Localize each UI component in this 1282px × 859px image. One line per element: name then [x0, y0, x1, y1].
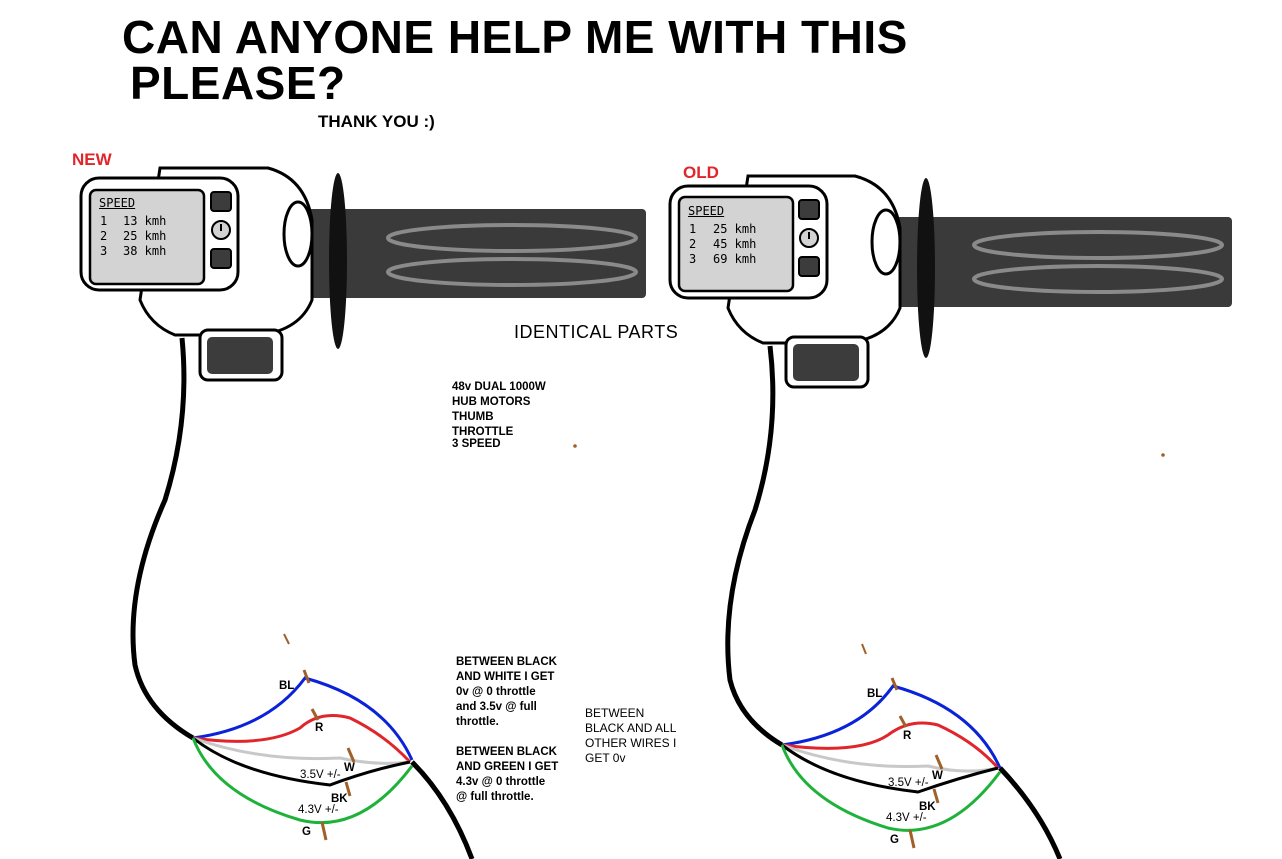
old-label-bl: BL [867, 688, 883, 700]
old-label-r: R [903, 730, 912, 742]
note-line: OTHER WIRES I [585, 736, 677, 750]
note-other-wires: BETWEEN BLACK AND ALL OTHER WIRES I GET … [585, 706, 695, 766]
old-wire-green [780, 744, 1002, 832]
old-wire-white [781, 743, 999, 773]
new-grip-ring-bottom [386, 257, 638, 287]
old-wire-black [781, 743, 999, 794]
note-line: BETWEEN BLACK [456, 656, 557, 668]
new-speed-2-value: 25 kmh [123, 229, 167, 243]
new-wire-green [191, 737, 414, 825]
new-wire-white [192, 736, 411, 765]
page-title-line2: PLEASE? [130, 57, 346, 109]
identical-parts-label: IDENTICAL PARTS [514, 322, 679, 342]
old-display-screen [677, 195, 795, 293]
new-label-g: G [302, 826, 311, 838]
old-thumb-lever [793, 344, 859, 381]
new-tag: NEW [72, 150, 112, 169]
new-label-w: W [344, 762, 355, 774]
new-wire-blue [192, 676, 414, 761]
old-wire-blue [781, 684, 1002, 769]
spec-line: 3 SPEED [452, 438, 501, 450]
new-grip-ring-top [386, 223, 638, 253]
old-speed-3-value: 69 kmh [713, 252, 757, 266]
old-grip-flange [917, 178, 935, 358]
old-up-button [798, 199, 820, 220]
new-label-3-5v: 3.5V +/- [300, 769, 341, 781]
new-cable [130, 337, 195, 741]
old-display-title: SPEED [688, 204, 725, 218]
note-black-green: BETWEEN BLACK AND GREEN I GET 4.3v @ 0 t… [456, 745, 576, 805]
new-speed-2-gear: 2 [100, 229, 108, 243]
new-display-screen [88, 188, 206, 286]
old-label-4-3v: 4.3V +/- [886, 812, 927, 824]
spec-line: THUMB [452, 411, 494, 423]
note-line: BETWEEN [585, 706, 645, 720]
page-title-line1: CAN ANYONE HELP ME WITH THIS [122, 11, 908, 63]
new-thumb-lever [207, 337, 273, 374]
note-line: AND WHITE I GET [456, 671, 555, 683]
new-wire-bundle [191, 633, 414, 841]
note-line: BETWEEN BLACK [456, 746, 557, 758]
new-speed-1-value: 13 kmh [123, 214, 167, 228]
old-speed-1-gear: 1 [689, 222, 697, 236]
note-black-white: BETWEEN BLACK AND WHITE I GET 0v @ 0 thr… [456, 655, 576, 730]
note-line: GET 0v [585, 751, 626, 765]
new-label-bl: BL [279, 680, 295, 692]
spec-line: HUB MOTORS [452, 396, 531, 408]
new-down-button [210, 248, 232, 269]
new-up-button [210, 191, 232, 212]
old-wire-red [781, 721, 1000, 769]
new-label-4-3v: 4.3V +/- [298, 804, 339, 816]
thanks-text: THANK YOU :) [318, 112, 435, 131]
spec-line: THROTTLE [452, 426, 514, 438]
old-speed-3-gear: 3 [689, 252, 697, 266]
note-line: throttle. [456, 716, 499, 728]
specs-block: 48v DUAL 1000W HUB MOTORS THUMB THROTTLE… [452, 380, 572, 452]
new-display-title: SPEED [99, 196, 136, 210]
old-handlebar-assembly [668, 174, 1232, 859]
old-speed-2-value: 45 kmh [713, 237, 757, 251]
new-handlebar-assembly [79, 166, 646, 859]
old-label-3-5v: 3.5V +/- [888, 777, 929, 789]
new-label-r: R [315, 722, 324, 734]
old-down-button [798, 256, 820, 277]
new-wire-red [192, 714, 412, 764]
note-line: AND GREEN I GET [456, 761, 559, 773]
old-cable [725, 345, 784, 748]
old-label-g: G [890, 834, 899, 846]
new-grip-bar [300, 209, 646, 298]
note-line: 0v @ 0 throttle [456, 686, 536, 698]
old-grip-bar [892, 217, 1232, 307]
new-speed-1-gear: 1 [100, 214, 108, 228]
note-line: BLACK AND ALL [585, 721, 677, 735]
old-speed-2-gear: 2 [689, 237, 697, 251]
new-label-bk: BK [331, 793, 348, 805]
new-speed-3-value: 38 kmh [123, 244, 167, 258]
new-grip-flange [329, 173, 347, 349]
old-label-bk: BK [919, 801, 936, 813]
spec-line: 48v DUAL 1000W [452, 381, 546, 393]
old-speed-1-value: 25 kmh [713, 222, 757, 236]
old-tag: OLD [683, 163, 719, 182]
note-line: @ full throttle. [456, 791, 534, 803]
old-label-w: W [932, 770, 943, 782]
new-wire-black [192, 736, 411, 787]
note-line: 4.3v @ 0 throttle [456, 776, 546, 788]
note-line: and 3.5v @ full [456, 701, 537, 713]
old-wire-bundle [780, 643, 1002, 849]
new-speed-3-gear: 3 [100, 244, 108, 258]
